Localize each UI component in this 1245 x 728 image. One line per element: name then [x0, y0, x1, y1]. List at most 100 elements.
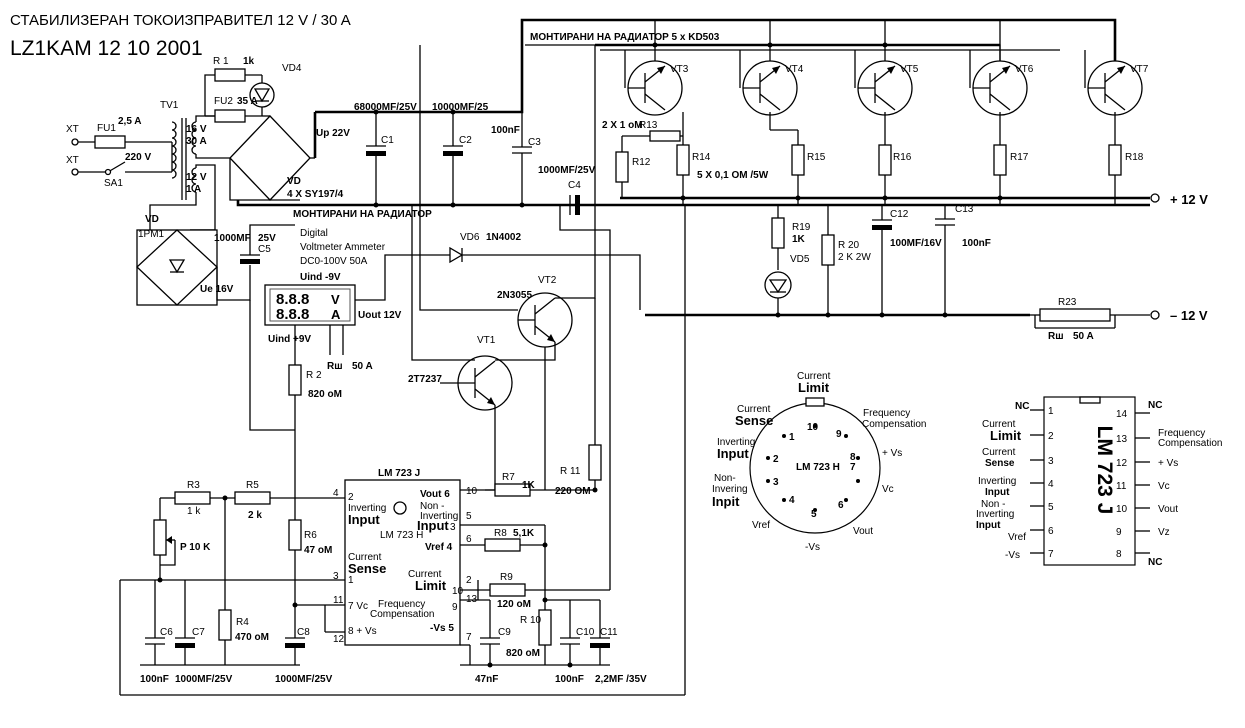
r11-value: 220 OM — [555, 486, 591, 497]
c1-value: 68000MF/25V — [354, 102, 417, 113]
svg-text:NC: NC — [1015, 401, 1029, 412]
svg-text:1: 1 — [1048, 406, 1054, 417]
r8-label: R8 — [494, 528, 507, 539]
svg-text:3: 3 — [773, 477, 779, 488]
plus-12v-label: + 12 V — [1170, 192, 1208, 207]
svg-text:Frequency: Frequency — [378, 599, 425, 610]
r20-value: 2 K 2W — [838, 252, 871, 263]
vt2-value: 2N3055 — [497, 290, 532, 301]
c6-value: 100nF — [140, 674, 169, 685]
lm723-title: LM 723 J — [378, 468, 420, 479]
minus-terminal — [1150, 310, 1160, 320]
round-title: LM 723 H — [796, 462, 840, 473]
p10k-label: P 10 K — [180, 542, 211, 553]
svg-text:Limit: Limit — [990, 428, 1022, 443]
c8-value: 1000MF/25V — [275, 674, 333, 685]
svg-text:Compensation: Compensation — [862, 419, 926, 430]
r1-label: R 1 — [213, 56, 229, 67]
fu1-label: FU1 — [97, 123, 116, 134]
c3-value: 100nF — [491, 125, 520, 136]
bridge-diodes: 4 X SY197/4 — [287, 189, 344, 200]
svg-text:6: 6 — [838, 500, 844, 511]
svg-text:10: 10 — [466, 486, 478, 497]
r23-50a: 50 A — [1073, 331, 1094, 342]
fu2-label: FU2 — [214, 96, 233, 107]
svg-text:2: 2 — [466, 575, 472, 586]
junction-dots — [157, 42, 1003, 668]
svg-text:12: 12 — [333, 634, 345, 645]
r18-label: R18 — [1125, 152, 1144, 163]
c2-value: 10000MF/25 — [432, 102, 489, 113]
r7-value: 1K — [522, 480, 536, 491]
svg-text:Inverting: Inverting — [420, 511, 458, 522]
svg-text:Compensation: Compensation — [1158, 438, 1222, 449]
r2-resistor — [288, 364, 302, 396]
diagram-subtitle: LZ1KAM 12 10 2001 — [10, 37, 203, 60]
transistor-vt2 — [517, 292, 573, 348]
c4-label: C4 — [568, 180, 581, 191]
svg-text:Vout: Vout — [1158, 504, 1178, 515]
svg-text:-Vs: -Vs — [805, 542, 820, 553]
meter-rsh: Rш — [327, 361, 343, 372]
svg-text:1: 1 — [348, 575, 354, 586]
svg-text:6: 6 — [466, 534, 472, 545]
svg-text:Current: Current — [408, 569, 442, 580]
r12-r13 — [615, 130, 683, 198]
lm723-notch — [393, 501, 407, 515]
vt5-label: VT5 — [900, 64, 919, 75]
c2-label: C2 — [459, 135, 472, 146]
xt1-label: XT — [66, 124, 79, 135]
c12-label: C12 — [890, 209, 909, 220]
bridge-vd-label: VD — [287, 176, 301, 187]
svg-text:Vc: Vc — [882, 484, 894, 495]
c10-value: 100nF — [555, 674, 584, 685]
svg-text:Inpit: Inpit — [712, 494, 740, 509]
svg-text:4: 4 — [789, 495, 795, 506]
vd6-value: 1N4002 — [486, 232, 521, 243]
svg-text:3: 3 — [450, 522, 456, 533]
meter-v-unit: V — [331, 292, 340, 307]
svg-text:Sense: Sense — [348, 561, 386, 576]
r4-value: 470 oM — [235, 632, 269, 643]
r19-label: R19 — [792, 222, 811, 233]
dip-package — [1030, 396, 1150, 566]
svg-text:Vref: Vref — [1008, 532, 1026, 543]
r23-label: R23 — [1058, 297, 1077, 308]
svg-text:6: 6 — [1048, 526, 1054, 537]
c3-label: C3 — [528, 137, 541, 148]
c13-label: C13 — [955, 204, 974, 215]
svg-text:Current: Current — [797, 371, 831, 382]
power-rails — [315, 18, 1150, 317]
r13-count: 2 X 1 oM — [602, 120, 643, 131]
r23-rsh: Rш — [1048, 331, 1064, 342]
r3-label: R3 — [187, 480, 200, 491]
r4-label: R4 — [236, 617, 249, 628]
vd6-label: VD6 — [460, 232, 480, 243]
c13-value: 100nF — [962, 238, 991, 249]
svg-text:7: 7 — [850, 462, 856, 473]
c11-value: 2,2MF /35V — [595, 674, 647, 685]
aux-bridge — [136, 224, 295, 431]
r6-value: 47 oM — [304, 545, 332, 556]
vt2-label: VT2 — [538, 275, 557, 286]
meter-volt-display: 8.8.8 — [276, 291, 309, 308]
svg-text:8: 8 — [1116, 549, 1122, 560]
r13-label: R13 — [639, 120, 658, 131]
svg-text:7 Vc: 7 Vc — [348, 601, 368, 612]
svg-text:14: 14 — [1116, 409, 1128, 420]
svg-text:2: 2 — [773, 454, 779, 465]
r14-label: R14 — [692, 152, 711, 163]
r12-label: R12 — [632, 157, 651, 168]
vt4-label: VT4 — [785, 64, 804, 75]
svg-text:2: 2 — [1048, 431, 1054, 442]
bridge-radiator-note: МОНТИРАНИ НА РАДИАТОР — [293, 209, 432, 220]
tv1-label: TV1 — [160, 100, 179, 111]
r3-value: 1 k — [187, 506, 201, 517]
r14-value: 5 X 0,1 OM /5W — [697, 170, 769, 181]
pm1-label: 1PM1 — [138, 229, 165, 240]
svg-text:Inverting: Inverting — [976, 509, 1014, 520]
svg-text:Vref: Vref — [752, 520, 770, 531]
r11-label: R 11 — [560, 466, 581, 477]
vt1-label: VT1 — [477, 335, 496, 346]
